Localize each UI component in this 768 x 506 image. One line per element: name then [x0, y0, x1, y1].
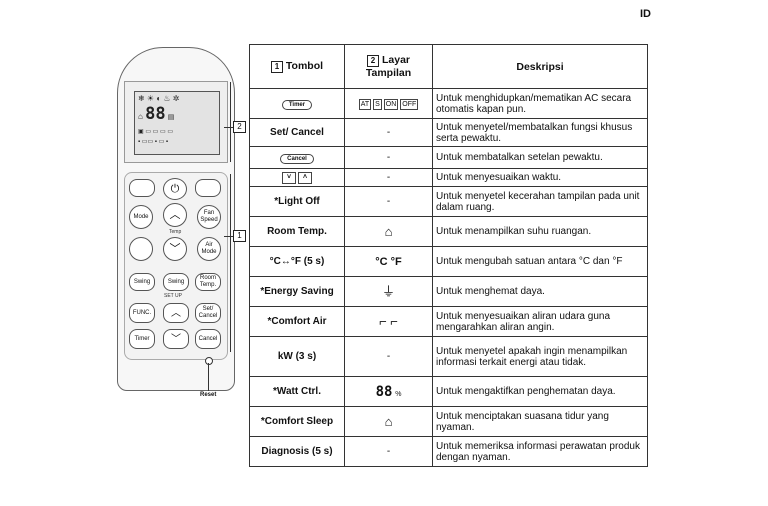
light-off-button[interactable] — [129, 179, 155, 197]
watt-ctrl-display: 88 % — [344, 376, 433, 407]
tombol-cell: Room Temp. — [249, 216, 345, 247]
temp-up-button[interactable]: ︿ — [163, 203, 187, 227]
table-row: kW (3 s) - Untuk menyetel apakah ingin m… — [249, 336, 648, 377]
down-arrow-button[interactable]: ﹀ — [163, 329, 189, 349]
buttons-bracket — [230, 174, 231, 352]
deskripsi-cell: Untuk menampilkan suhu ruangan. — [432, 216, 648, 247]
cancel-icon: Cancel — [280, 153, 314, 164]
deskripsi-cell: Untuk menyesuaikan waktu. — [432, 168, 648, 187]
deskripsi-cell: Untuk menyetel/membatalkan fungsi khusus… — [432, 118, 648, 147]
temp-label: Temp — [169, 229, 182, 235]
up-arrow-icon: ˄ — [298, 172, 312, 184]
deskripsi-cell: Untuk menyetel kecerahan tampilan pada u… — [432, 186, 648, 217]
energy-saving-icon: ⏚ — [344, 276, 433, 307]
tombol-cell: kW (3 s) — [249, 336, 345, 377]
table-row: *Energy Saving ⏚ Untuk menghemat daya. — [249, 276, 648, 307]
power-button[interactable]: ⏻ — [163, 178, 187, 200]
air-mode-button[interactable]: Air Mode — [197, 237, 221, 261]
buttons-leader — [224, 236, 234, 237]
table-row: Set/ Cancel - Untuk menyetel/membatalkan… — [249, 118, 648, 147]
callout-1: 1 — [233, 230, 246, 242]
tombol-cell: Diagnosis (5 s) — [249, 436, 345, 467]
remote-display-area: ❄ ☀ ◐ ♨ ✲ ⌂ 88 ▤ ▣ ▭ ▭ ▭ ▭ ▪ ▭▭ ▪ ▭ ▪ — [124, 81, 228, 163]
table-row: Diagnosis (5 s) - Untuk memeriksa inform… — [249, 436, 648, 467]
tombol-cell: ˅˄ — [249, 168, 345, 187]
table-row: Cancel - Untuk membatalkan setelan pewak… — [249, 146, 648, 169]
lcd-panel: ❄ ☀ ◐ ♨ ✲ ⌂ 88 ▤ ▣ ▭ ▭ ▭ ▭ ▪ ▭▭ ▪ ▭ ▪ — [134, 91, 220, 155]
fan-speed-button[interactable]: Fan Speed — [197, 205, 221, 229]
room-temp-button[interactable]: Room Temp. — [195, 273, 221, 291]
table-row: *Watt Ctrl. 88 % Untuk mengaktifkan peng… — [249, 376, 648, 407]
tombol-cell: Cancel — [249, 146, 345, 169]
deskripsi-cell: Untuk menyetel apakah ingin menampilkan … — [432, 336, 648, 377]
layar-cell: - — [344, 168, 433, 187]
tombol-cell: *Comfort Air — [249, 306, 345, 337]
lcd-mode-icons: ❄ ☀ ◐ ♨ ✲ — [138, 94, 180, 103]
celsius-fahrenheit-icon: °C °F — [344, 246, 433, 277]
set-cancel-button[interactable]: Set/ Cancel — [195, 303, 221, 323]
timer-button[interactable]: Timer — [129, 329, 155, 349]
lcd-leader — [224, 127, 234, 128]
set-up-label: SET UP — [164, 293, 182, 299]
up-arrow-button[interactable]: ︿ — [163, 303, 189, 323]
deskripsi-cell: Untuk membatalkan setelan pewaktu. — [432, 146, 648, 169]
remote-control-illustration: ❄ ☀ ◐ ♨ ✲ ⌂ 88 ▤ ▣ ▭ ▭ ▭ ▭ ▪ ▭▭ ▪ ▭ ▪ ⏻ … — [117, 47, 235, 391]
comfort-sleep-icon: ⌂ — [344, 406, 433, 437]
tombol-cell: *Watt Ctrl. — [249, 376, 345, 407]
table-row: Room Temp. ⌂ Untuk menampilkan suhu ruan… — [249, 216, 648, 247]
comfort-air-button[interactable] — [129, 237, 153, 261]
deskripsi-cell: Untuk menciptakan suasana tidur yang nya… — [432, 406, 648, 437]
down-arrow-icon: ˅ — [282, 172, 296, 184]
layar-cell: - — [344, 186, 433, 217]
tombol-cell: *Light Off — [249, 186, 345, 217]
lcd-digits: ⌂ 88 ▤ — [138, 104, 175, 124]
lcd-status-row: ▣ ▭ ▭ ▭ ▭ — [138, 129, 174, 135]
table-row: °C↔°F (5 s) °C °F Untuk mengubah satuan … — [249, 246, 648, 277]
deskripsi-cell: Untuk mengubah satuan antara °C dan °F — [432, 246, 648, 277]
layar-cell: - — [344, 436, 433, 467]
layar-cell: - — [344, 336, 433, 377]
timer-icon: Timer — [281, 99, 313, 110]
reset-label: Reset — [200, 392, 217, 398]
cancel-button[interactable]: Cancel — [195, 329, 221, 349]
tombol-cell: *Energy Saving — [249, 276, 345, 307]
deskripsi-cell: Untuk menghidupkan/mematikan AC secara o… — [432, 88, 648, 119]
reset-leader — [208, 363, 209, 391]
reset-hole[interactable] — [205, 357, 213, 365]
deskripsi-cell: Untuk memeriksa informasi perawatan prod… — [432, 436, 648, 467]
callout-2: 2 — [233, 121, 246, 133]
table-row: *Comfort Air ⌐ ⌐ Untuk menyesuaikan alir… — [249, 306, 648, 337]
room-temp-display-icon: ⌂ — [344, 216, 433, 247]
remote-button-pad: ⏻ Mode ︿ Fan Speed Temp ﹀ Air Mode Swing… — [124, 172, 228, 360]
table-row: *Comfort Sleep ⌂ Untuk menciptakan suasa… — [249, 406, 648, 437]
swing-horizontal-button[interactable]: Swing — [163, 273, 189, 291]
tombol-cell: Set/ Cancel — [249, 118, 345, 147]
temp-down-button[interactable]: ﹀ — [163, 237, 187, 261]
func-button[interactable]: FUNC. — [129, 303, 155, 323]
deskripsi-cell: Untuk mengaktifkan penghematan daya. — [432, 376, 648, 407]
swing-vertical-button[interactable]: Swing — [129, 273, 155, 291]
comfort-air-icon: ⌐ ⌐ — [344, 306, 433, 337]
energy-saving-button[interactable] — [195, 179, 221, 197]
table-row: *Light Off - Untuk menyetel kecerahan ta… — [249, 186, 648, 217]
deskripsi-cell: Untuk menyesuaikan aliran udara guna men… — [432, 306, 648, 337]
layar-cell: - — [344, 146, 433, 169]
lcd-bracket — [230, 82, 231, 162]
lcd-status-row-2: ▪ ▭▭ ▪ ▭ ▪ — [138, 139, 169, 145]
language-tag: ID — [640, 8, 651, 20]
deskripsi-cell: Untuk menghemat daya. — [432, 276, 648, 307]
tombol-cell: *Comfort Sleep — [249, 406, 345, 437]
mode-button[interactable]: Mode — [129, 205, 153, 229]
layar-cell: - — [344, 118, 433, 147]
table-row: ˅˄ - Untuk menyesuaikan waktu. — [249, 168, 648, 187]
tombol-cell: °C↔°F (5 s) — [249, 246, 345, 277]
tombol-cell: Timer — [249, 88, 345, 119]
header-deskripsi: Deskripsi — [432, 44, 648, 89]
